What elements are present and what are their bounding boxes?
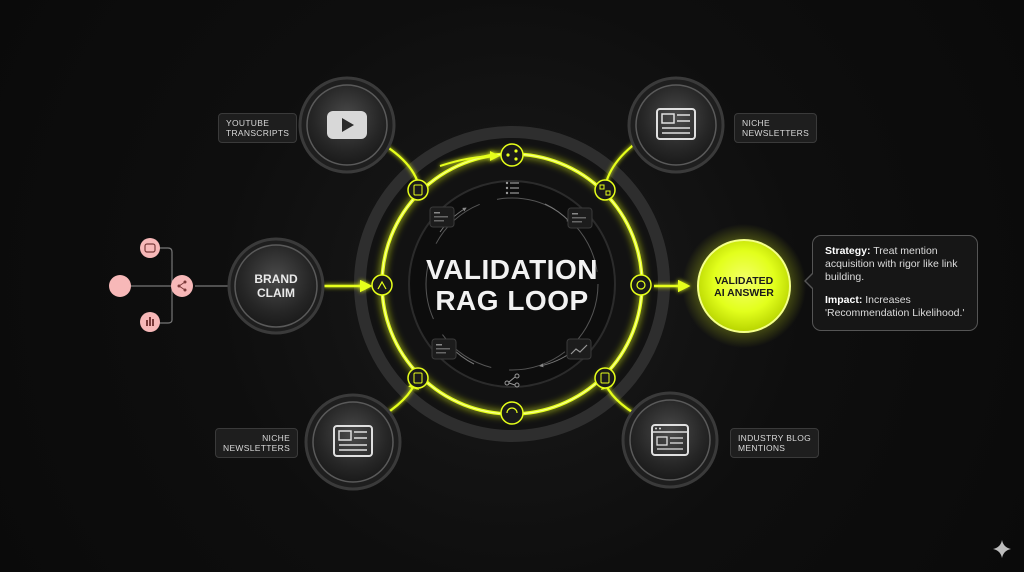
label-youtube-transcripts: YOUTUBE TRANSCRIPTS [218,113,298,143]
impact-text: Increases 'Recommendation Likelihood.' [825,294,965,319]
label-line1: INDUSTRY BLOG [738,433,812,443]
strategy-text: Treat mention acquisition with rigor lik… [825,245,958,283]
source-node-industry-blog [621,391,719,489]
list-icon [505,181,519,195]
callout-tail-inner [806,273,814,289]
badge-branch-icon [371,274,393,296]
brand-claim-line2: CLAIM [257,286,295,300]
label-line1: YOUTUBE [226,118,270,128]
loop-title-line1: VALIDATION [426,254,598,285]
label-niche-newsletters-top: NICHE NEWSLETTERS [734,113,818,143]
impact-row: Impact: Increases 'Recommendation Likeli… [825,294,969,320]
label-line2: NEWSLETTERS [223,443,291,453]
label-line2: TRANSCRIPTS [226,128,290,138]
user-icon [109,275,131,297]
strategy-label: Strategy: [825,245,871,257]
bar-chart-icon [140,312,160,332]
badge-sync-icon [500,401,524,425]
label-industry-blog-mentions: INDUSTRY BLOG MENTIONS [730,428,820,458]
strategy-callout: Strategy: Treat mention acquisition with… [812,235,978,331]
label-line2: MENTIONS [738,443,786,453]
validated-answer-node [682,224,806,348]
badge-share-icon [500,143,524,167]
brand-claim-label: BRAND CLAIM [236,272,316,300]
validated-answer-label: VALIDATED AI ANSWER [699,275,789,299]
brand-input-network [109,238,232,332]
loop-title: VALIDATION RAG LOOP [392,254,632,316]
validated-answer-line1: VALIDATED [714,275,774,287]
code-tile-icon [567,207,593,229]
badge-document-icon [407,179,429,201]
badge-ai-icon [630,274,652,296]
source-node-youtube [298,76,396,174]
inner-icons [429,181,593,388]
label-niche-newsletters-bottom: NICHE NEWSLETTERS [215,428,299,458]
play-icon [327,111,367,139]
source-node-niche-top [627,76,725,174]
source-node-niche-bottom [304,393,402,491]
chart-tile-icon [566,338,592,360]
label-line1: NICHE [262,433,291,443]
badge-flow-icon [594,179,616,201]
badge-document-icon [594,367,616,389]
database-icon [140,238,160,258]
impact-label: Impact: [825,294,863,306]
label-line1: NICHE [742,118,770,128]
badge-document-icon [407,367,429,389]
strategy-row: Strategy: Treat mention acquisition with… [825,245,969,284]
newspaper-icon [656,108,696,140]
sparkle-icon [993,540,1011,558]
hub-icon [171,275,193,297]
network-icon [504,373,520,388]
code-tile-icon [429,206,455,228]
code-tile-icon [431,338,457,360]
brand-claim-node [227,237,325,335]
label-line2: NEWSLETTERS [742,128,810,138]
loop-title-line2: RAG LOOP [435,285,589,316]
browser-window-icon [651,424,689,456]
ring-badges [371,143,652,425]
validated-answer-line2: AI ANSWER [714,287,774,299]
brand-claim-line1: BRAND [254,272,298,286]
newspaper-icon [333,425,373,457]
